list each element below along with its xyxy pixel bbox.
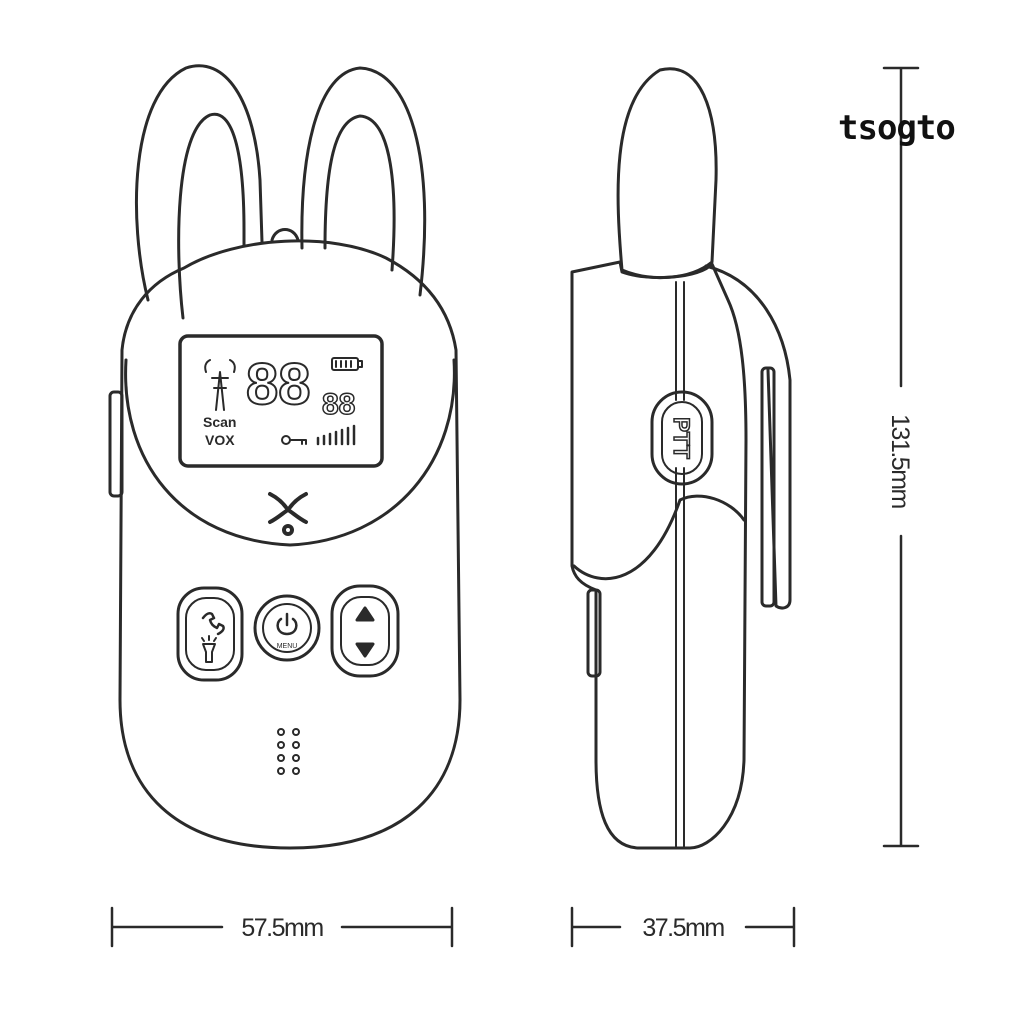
lcd-big-digits: 88 <box>246 352 311 417</box>
volume-button <box>330 584 400 678</box>
head-outline <box>124 358 456 547</box>
battery-icon <box>331 357 363 371</box>
lcd-small-digits: 88 <box>322 388 355 421</box>
front-view <box>108 64 462 850</box>
side-lower-panel <box>572 494 746 581</box>
side-button-ptt-edge <box>586 588 602 678</box>
down-arrow-icon <box>355 642 375 658</box>
height-dimension-label: 131.5mm <box>886 414 914 508</box>
center-seam <box>675 281 685 849</box>
dimension-lines <box>110 66 920 948</box>
key-icon <box>281 435 307 445</box>
front-body <box>118 239 462 850</box>
flashlight-icon <box>201 635 217 663</box>
side-view <box>570 67 792 850</box>
side-body <box>570 260 748 850</box>
ptt-label: PTT <box>669 417 694 459</box>
depth-dim-line <box>570 906 796 948</box>
right-ear-inner <box>323 114 396 272</box>
left-ear <box>134 64 264 302</box>
right-ear <box>300 66 427 297</box>
left-ear-inner <box>177 112 246 320</box>
lcd-mode-scan: Scan <box>203 414 236 430</box>
phone-icon <box>201 611 225 636</box>
power-menu-button <box>253 594 321 662</box>
depth-dimension-label: 37.5mm <box>642 914 724 942</box>
height-dim-line <box>882 66 920 848</box>
up-arrow-icon <box>355 606 375 622</box>
top-clip <box>270 228 300 242</box>
belt-clip <box>704 264 792 610</box>
brand-x-logo <box>268 492 308 536</box>
speaker-grille <box>277 728 300 775</box>
power-icon <box>276 612 298 636</box>
lcd-mode-vox: VOX <box>205 432 235 448</box>
menu-label: MENU <box>277 643 298 650</box>
belt-clip-edge <box>760 366 776 608</box>
ptt-button <box>650 390 714 486</box>
width-dim-line <box>110 906 454 948</box>
brand-watermark: tsogto <box>838 108 956 148</box>
lcd-screen <box>178 334 384 468</box>
signal-tower-icon <box>204 359 236 411</box>
width-dimension-label: 57.5mm <box>241 914 323 942</box>
side-ear <box>616 67 718 280</box>
side-button-left <box>108 390 124 498</box>
call-torch-button <box>176 586 244 682</box>
signal-bars-icon <box>316 424 356 446</box>
